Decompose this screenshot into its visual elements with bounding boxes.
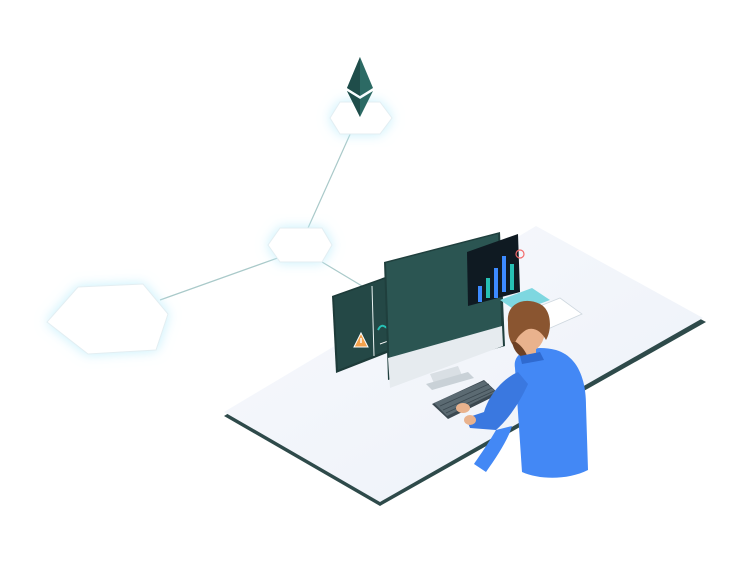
keyboard [432, 380, 499, 419]
bar-chart-screen [467, 234, 525, 306]
ethereum-icon [347, 57, 373, 117]
hexagon-node-large [46, 283, 169, 355]
ethereum-node [329, 57, 393, 135]
person-at-desk [456, 300, 588, 478]
warning-icon [353, 331, 369, 348]
hexagon-node-middle [267, 227, 333, 263]
hexagon-node-top [329, 101, 393, 135]
desk [224, 226, 706, 506]
bar-chart-icon [478, 256, 514, 302]
network-connectors [159, 129, 373, 301]
desk-tray [500, 288, 550, 312]
